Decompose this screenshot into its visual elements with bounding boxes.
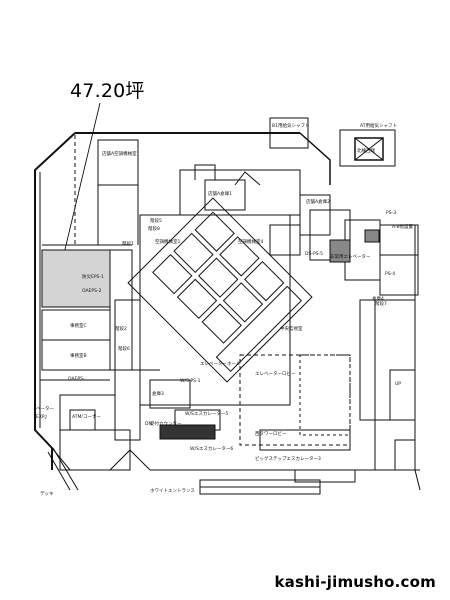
plan-label-ws-escalator6: W/Sエスカレーター6 bbox=[190, 445, 233, 452]
plan-label-ws-ps-shaft: W/S-PS-1 bbox=[180, 378, 201, 384]
plan-label-ps-top: A-B他設置 bbox=[392, 223, 414, 230]
escalator-big-step bbox=[259, 429, 351, 451]
plan-label-west-tower-lobby: 西タワーロビー bbox=[255, 430, 287, 437]
shaft-at bbox=[339, 129, 396, 167]
highlighted-office bbox=[41, 249, 111, 308]
area-pointer-line bbox=[61, 102, 101, 263]
plan-label-anti-fire: 防災EPS-1 bbox=[82, 273, 104, 280]
plan-label-stairs8: 階段8 bbox=[148, 225, 160, 232]
plan-label-reception: 受付カウンター bbox=[150, 420, 182, 427]
plan-label-kitakan: 北棟西端 bbox=[357, 147, 375, 154]
plan-label-emergency: 非常用エレベーター bbox=[330, 253, 371, 260]
plan-label-stairs6: 階段6 bbox=[118, 345, 130, 352]
plan-label-office-c: 事務室C bbox=[70, 322, 87, 329]
plan-label-ds: DS-PS-5 bbox=[305, 251, 323, 257]
plan-label-exp: EXP.J bbox=[36, 414, 47, 420]
plan-label-storage4: 倉庫4 bbox=[372, 295, 384, 302]
plan-label-elevator-lobby: エレベーターロビー bbox=[255, 370, 296, 377]
plan-label-deck: デッキ bbox=[40, 490, 54, 497]
plan-label-at-shaft: AT用給気シャフト bbox=[360, 122, 397, 129]
plan-label-stairs7: 階段7 bbox=[375, 300, 387, 307]
plan-label-mech3: 空調機械室1 bbox=[155, 238, 180, 245]
plan-label-eps-sub: OAEPS-2 bbox=[82, 288, 102, 294]
plan-label-stairs1: 階段1 bbox=[122, 240, 134, 247]
plan-label-shop2: 店舗A倉庫2 bbox=[306, 198, 330, 205]
plan-label-ps3: PS-3 bbox=[386, 210, 396, 216]
plan-label-mech2: 店舗A倉庫1 bbox=[208, 190, 232, 197]
plan-label-office-b: 事務室B bbox=[70, 352, 87, 359]
shaft-b1 bbox=[269, 117, 309, 149]
area-size-label: 47.20坪 bbox=[70, 80, 145, 102]
plan-label-atm-corner: ATM/コーナー bbox=[72, 414, 101, 420]
plan-label-ws-escalator5: W/Sエスカレーター5 bbox=[185, 410, 228, 417]
plan-label-storage3: 倉庫3 bbox=[152, 390, 164, 397]
plan-label-stairs5: 階段5 bbox=[150, 217, 162, 224]
plan-label-b1-shaft: B1用給気シャフト bbox=[272, 122, 309, 129]
plan-label-oaeps: OAEPS- bbox=[68, 376, 85, 382]
plan-label-ops-center: 中央監視室 bbox=[280, 325, 303, 332]
watermark-url: kashi-jimusho.com bbox=[274, 573, 436, 591]
outer-wall-left bbox=[34, 132, 76, 470]
outer-wall-top-right bbox=[299, 132, 331, 185]
plan-label-stairs2: 階段2 bbox=[115, 325, 127, 332]
plan-label-up: UP bbox=[395, 381, 401, 387]
plan-label-white-entrance: ホワイトエントランス bbox=[150, 488, 195, 494]
plan-label-mech4: 空調機械室4 bbox=[238, 238, 263, 245]
plan-label-ps4: PS-4 bbox=[385, 271, 395, 277]
plan-label-big-escalator: ビッグステップエスカレーター3 bbox=[255, 455, 321, 462]
plan-label-ev-hall: エレベーターホール bbox=[200, 360, 241, 367]
plan-label-mech1: 店舗A空調機械室 bbox=[102, 150, 137, 157]
plan-label-dn: DN bbox=[145, 421, 152, 427]
plan-label-elevator: ベーター bbox=[36, 405, 54, 412]
